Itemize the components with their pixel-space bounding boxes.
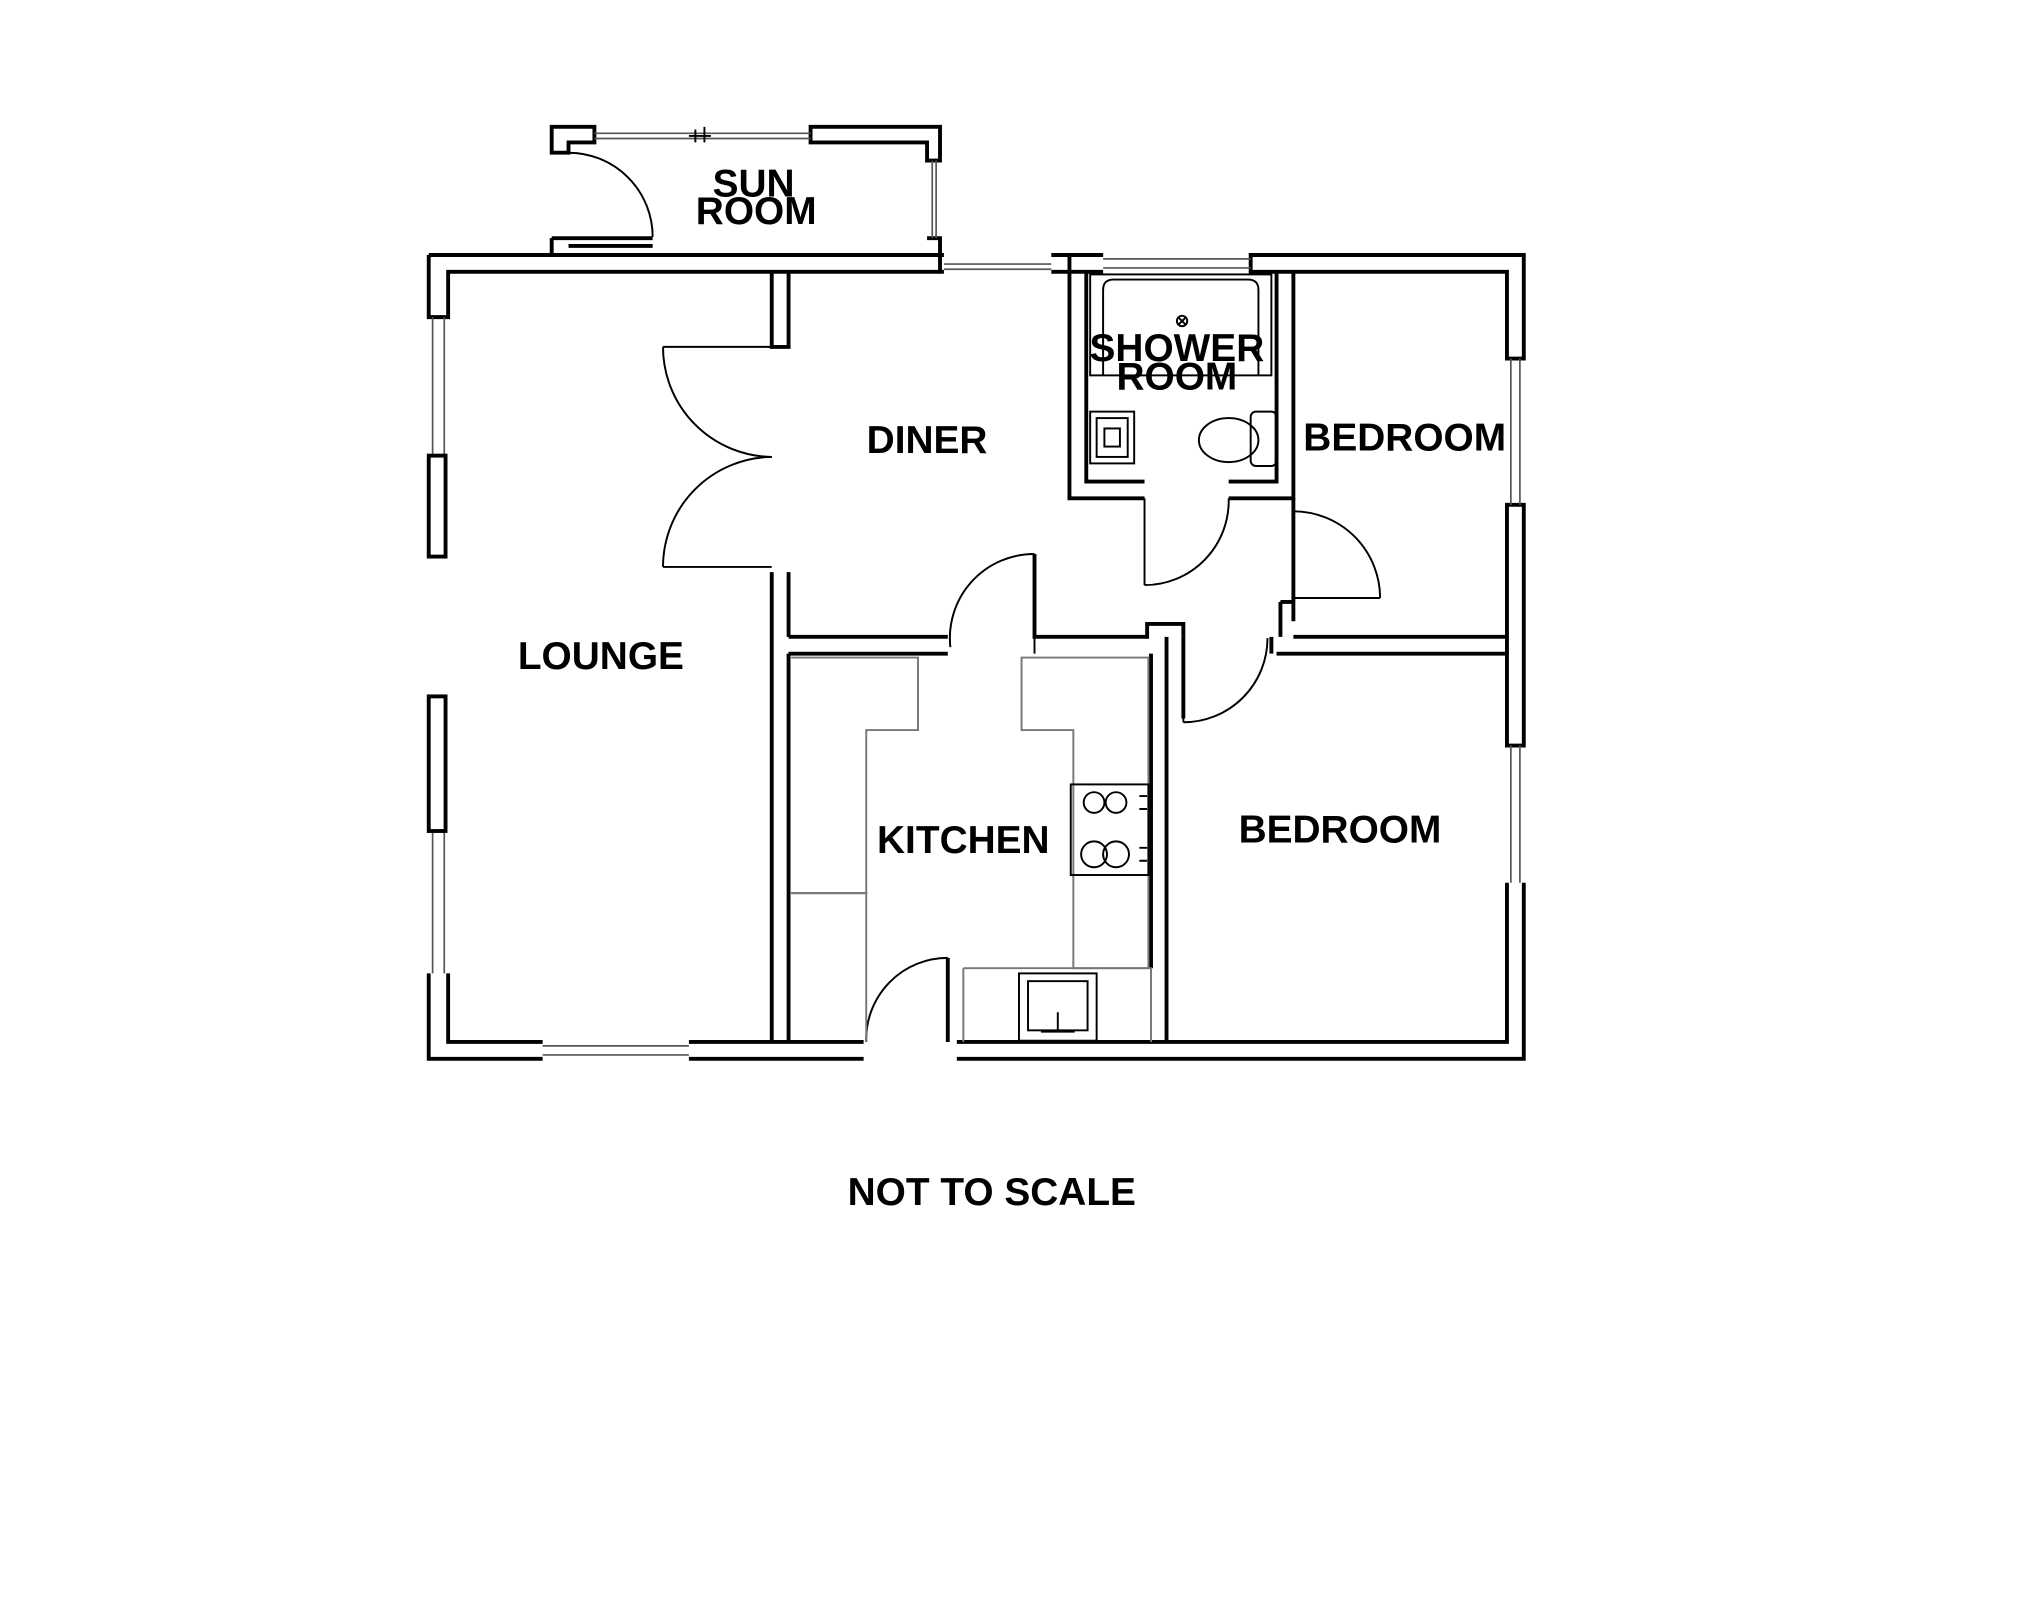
shower-room-label-line1: SHOWER — [1090, 327, 1265, 370]
kitchen-fixtures — [791, 656, 1152, 1042]
not-to-scale-note: NOT TO SCALE — [848, 1171, 1136, 1214]
sun-room-label-line1: SUN — [713, 163, 795, 206]
kitchen-label: KITCHEN — [877, 819, 1050, 862]
shower-room-label-line2: ROOM — [1116, 356, 1237, 399]
windows — [426, 258, 1521, 1056]
lounge-label: LOUNGE — [518, 635, 684, 678]
sun-room-label-line2: ROOM — [696, 190, 817, 233]
shower-room-fixtures — [1089, 273, 1278, 467]
doors — [662, 345, 1382, 1043]
bedroom-label: BEDROOM — [1303, 416, 1506, 459]
sun-room-walls — [549, 124, 942, 272]
diner-label: DINER — [867, 419, 988, 462]
outer-walls — [426, 253, 1526, 1061]
bedroom-label: BEDROOM — [1239, 809, 1442, 852]
